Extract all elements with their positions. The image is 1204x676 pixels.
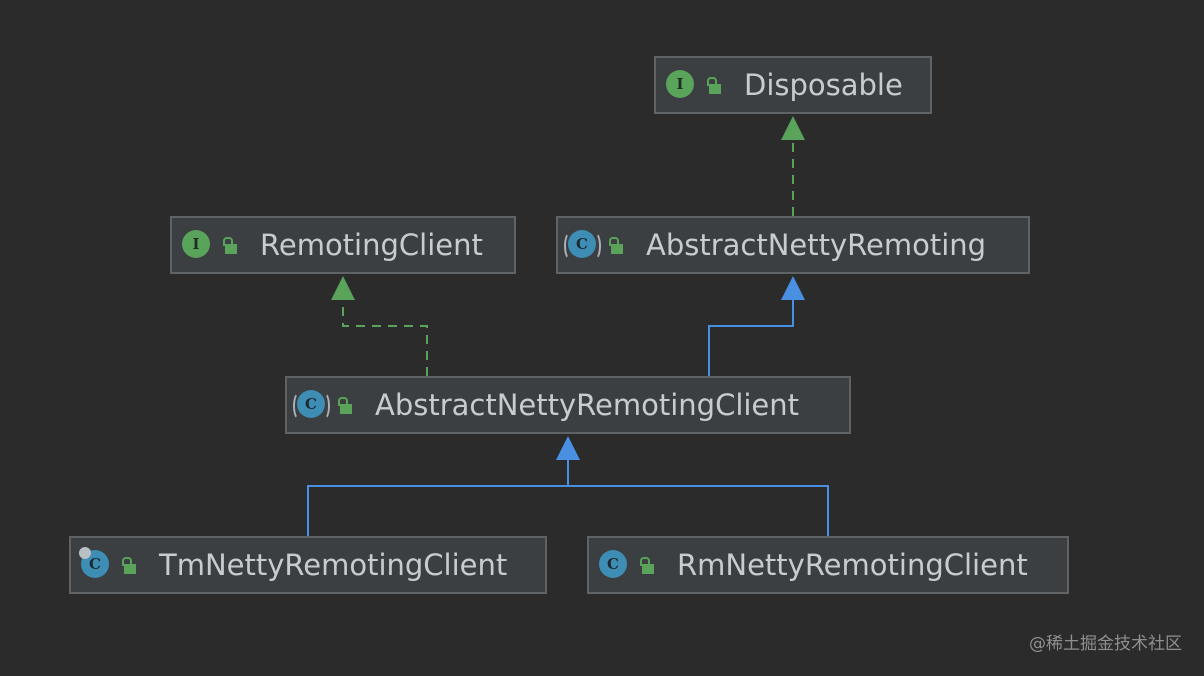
abstract-class-icon: C [293, 390, 330, 420]
node-rm-netty-remoting-client[interactable]: C RmNettyRemotingClient [587, 536, 1069, 594]
arrowhead-disposable [781, 116, 805, 140]
node-label: TmNettyRemotingClient [159, 547, 508, 582]
node-label: AbstractNettyRemoting [646, 227, 987, 262]
interface-icon: I [182, 230, 212, 260]
public-visibility-icon [606, 235, 626, 255]
node-label: RemotingClient [260, 227, 483, 262]
watermark: @稀土掘金技术社区 [1029, 634, 1182, 654]
public-visibility-icon [220, 235, 240, 255]
edge-extends-from-tm [307, 485, 568, 536]
edge-extends-from-rm [568, 485, 829, 536]
arrowhead-abstract-netty-remoting-client [556, 436, 580, 460]
abstract-class-icon: C [564, 230, 601, 260]
node-disposable[interactable]: I Disposable [654, 56, 932, 114]
node-label: RmNettyRemotingClient [677, 547, 1028, 582]
arrowhead-remoting-client [331, 276, 355, 300]
node-label: Disposable [744, 67, 903, 102]
node-remoting-client[interactable]: I RemotingClient [170, 216, 516, 274]
final-class-icon: C [79, 547, 111, 580]
edge-implements-remoting-client [342, 300, 428, 376]
node-tm-netty-remoting-client[interactable]: C TmNettyRemotingClient [69, 536, 547, 594]
arrowhead-abstract-netty-remoting [781, 276, 805, 300]
public-visibility-icon [704, 75, 724, 95]
node-abstract-netty-remoting[interactable]: C AbstractNettyRemoting [556, 216, 1030, 274]
edge-extends-abstract-netty-remoting [708, 300, 794, 376]
node-label: AbstractNettyRemotingClient [375, 387, 800, 422]
public-visibility-icon [637, 555, 657, 575]
class-icon: C [599, 550, 629, 580]
public-visibility-icon [119, 555, 139, 575]
public-visibility-icon [335, 395, 355, 415]
interface-icon: I [666, 70, 696, 100]
node-abstract-netty-remoting-client[interactable]: C AbstractNettyRemotingClient [285, 376, 851, 434]
